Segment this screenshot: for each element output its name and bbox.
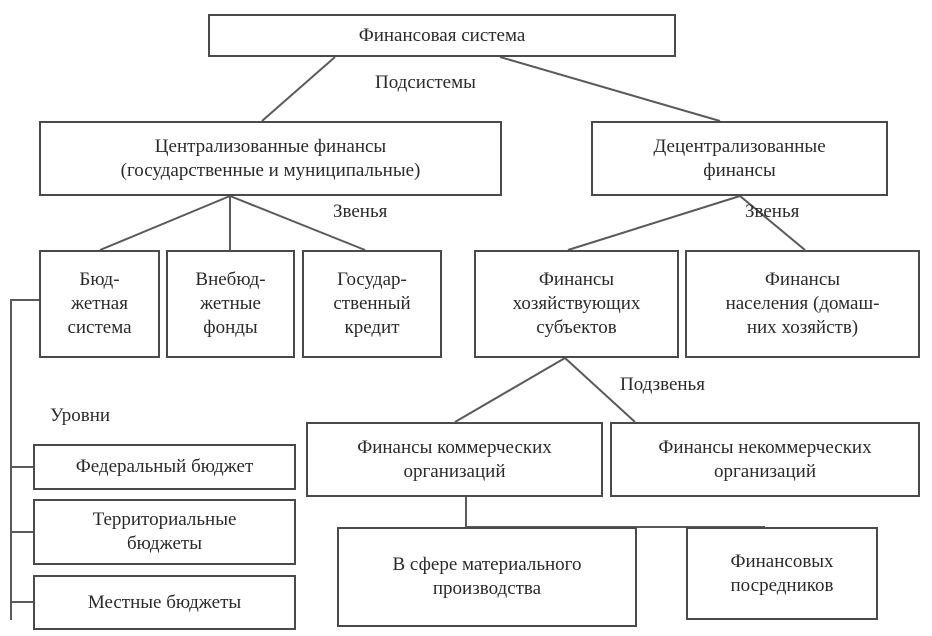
root-box: Финансовая система: [208, 14, 676, 57]
local-budgets-box: Местные бюджеты: [33, 575, 296, 630]
territorial-budgets-box: Территориальные бюджеты: [33, 499, 296, 565]
label-links-right: Звенья: [745, 201, 800, 222]
connector-root-centralized: [261, 56, 336, 122]
connector-business-noncommercial: [564, 357, 636, 423]
label-links-left: Звенья: [333, 201, 388, 222]
material-production-box: В сфере материального производства: [337, 527, 637, 627]
household-finance-box: Финансы населения (домаш- них хозяйств): [685, 250, 920, 358]
label-sublinks: Подзвенья: [620, 374, 705, 395]
connector-decentralized-business: [567, 195, 741, 251]
connector-root-decentralized: [499, 56, 721, 122]
noncommercial-org-box: Финансы некоммерческих организаций: [610, 422, 920, 497]
commercial-org-box: Финансы коммерческих организаций: [306, 422, 603, 497]
budget-system-box: Бюд- жетная система: [39, 250, 160, 358]
federal-budget-box: Федеральный бюджет: [33, 444, 296, 490]
centralized-box: Централизованные финансы (государственны…: [39, 121, 502, 196]
connector-decentralized-household: [739, 195, 806, 251]
business-finance-box: Финансы хозяйствующих субъектов: [474, 250, 679, 358]
state-credit-box: Государ- ственный кредит: [302, 250, 442, 358]
connector-business-commercial: [454, 357, 566, 423]
label-levels: Уровни: [50, 405, 111, 426]
label-subsystems: Подсистемы: [375, 72, 476, 93]
connector-levels-bracket: [10, 299, 39, 620]
connector-centralized-credit: [229, 195, 366, 251]
connector-centralized-budget: [99, 195, 231, 251]
extrabudget-funds-box: Внебюд- жетные фонды: [166, 250, 295, 358]
decentralized-box: Децентрализованные финансы: [591, 121, 888, 196]
financial-intermediaries-box: Финансовых посредников: [686, 527, 878, 620]
